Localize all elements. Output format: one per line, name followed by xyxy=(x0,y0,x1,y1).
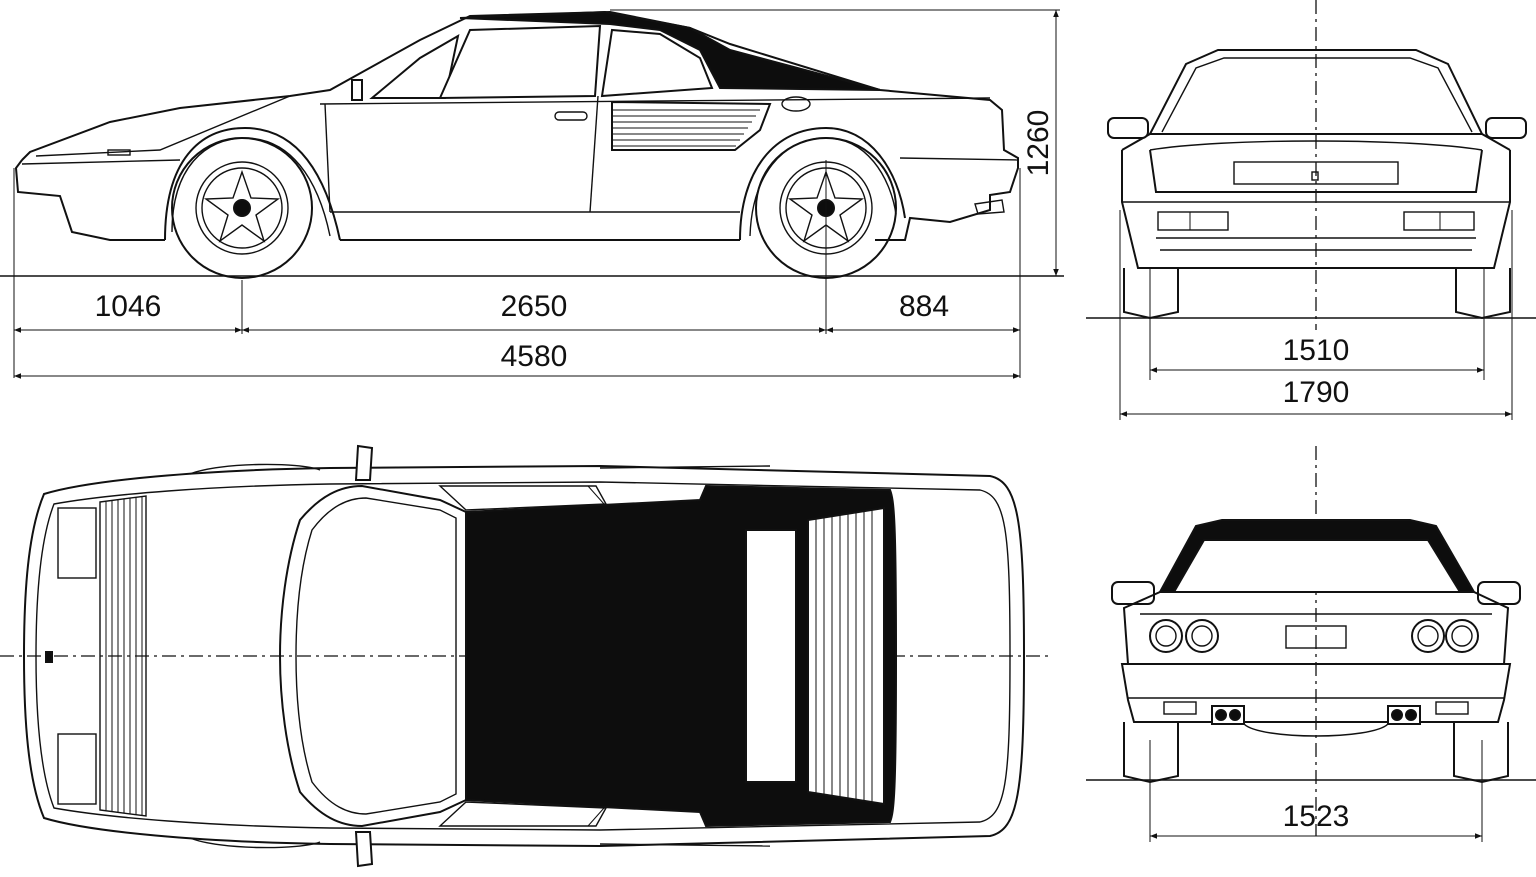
dim-wheelbase: 2650 xyxy=(501,290,568,323)
dim-height: 1260 xyxy=(1022,110,1055,177)
top-view xyxy=(0,444,1050,868)
dim-rear-overhang: 884 xyxy=(899,290,949,323)
hood-grille xyxy=(99,495,147,817)
dim-overall-width: 1790 xyxy=(1283,376,1350,409)
intake-louvers xyxy=(612,109,760,147)
front-wheel xyxy=(171,137,313,279)
rear-view: 1523 xyxy=(1086,446,1536,842)
dim-front-overhang: 1046 xyxy=(95,290,162,323)
side-view: 1046 2650 884 4580 1260 xyxy=(0,9,1064,379)
dim-front-track: 1510 xyxy=(1283,334,1350,367)
dim-rear-track: 1523 xyxy=(1283,800,1350,833)
dim-overall-length: 4580 xyxy=(501,340,568,373)
engine-cover-louvers xyxy=(807,506,885,806)
front-view: 1510 1790 xyxy=(1086,0,1536,420)
